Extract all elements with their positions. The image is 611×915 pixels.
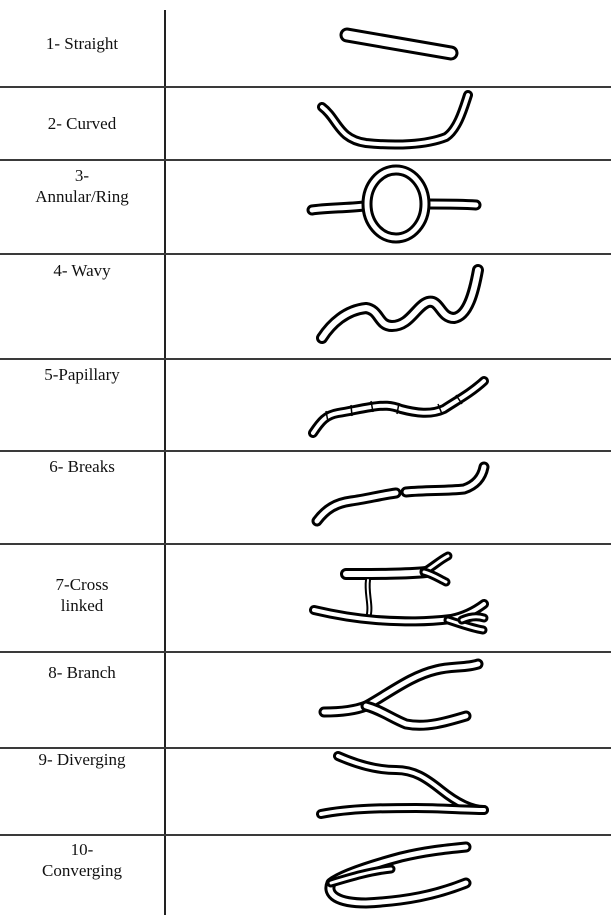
- table-row: 6- Breaks: [0, 451, 611, 543]
- table-row: 10- Converging: [0, 835, 611, 915]
- row-label-text: 1- Straight: [46, 33, 118, 54]
- cross-linked-tube-icon: [166, 544, 611, 651]
- table-row: 7-Cross linked: [0, 544, 611, 651]
- table-row: 5-Papillary: [0, 359, 611, 450]
- row-label-text: 2- Curved: [48, 113, 116, 134]
- row-label: 3- Annular/Ring: [0, 160, 164, 253]
- row-label: 7-Cross linked: [0, 544, 164, 651]
- row-label-text: 5-Papillary: [44, 364, 120, 385]
- row-label: 10- Converging: [0, 835, 164, 915]
- converging-tube-icon: [166, 835, 611, 915]
- annular-ring-tube-icon: [166, 160, 611, 253]
- row-label: 4- Wavy: [0, 254, 164, 358]
- table-row: 9- Diverging: [0, 748, 611, 834]
- row-label: 8- Branch: [0, 652, 164, 747]
- row-label: 1- Straight: [0, 0, 164, 86]
- wavy-tube-icon: [166, 254, 611, 358]
- table-row: 8- Branch: [0, 652, 611, 747]
- row-label-text: 9- Diverging: [38, 749, 125, 770]
- row-label-text: 10- Converging: [42, 839, 122, 881]
- row-label-text: 7-Cross linked: [56, 574, 109, 616]
- papillary-tube-icon: [166, 359, 611, 450]
- row-label: 9- Diverging: [0, 748, 164, 834]
- row-label-text: 8- Branch: [48, 662, 116, 683]
- row-label: 5-Papillary: [0, 359, 164, 450]
- breaks-tube-icon: [166, 451, 611, 543]
- table-row: 1- Straight: [0, 0, 611, 86]
- curved-tube-icon: [166, 87, 611, 159]
- row-label: 6- Breaks: [0, 451, 164, 543]
- row-label-text: 4- Wavy: [53, 260, 110, 281]
- straight-tube-icon: [166, 0, 611, 86]
- row-label-text: 3- Annular/Ring: [35, 165, 129, 207]
- table-row: 2- Curved: [0, 87, 611, 159]
- row-label: 2- Curved: [0, 87, 164, 159]
- branch-tube-icon: [166, 652, 611, 747]
- table-row: 4- Wavy: [0, 254, 611, 358]
- row-label-text: 6- Breaks: [49, 456, 115, 477]
- table-row: 3- Annular/Ring: [0, 160, 611, 253]
- diverging-tube-icon: [166, 748, 611, 834]
